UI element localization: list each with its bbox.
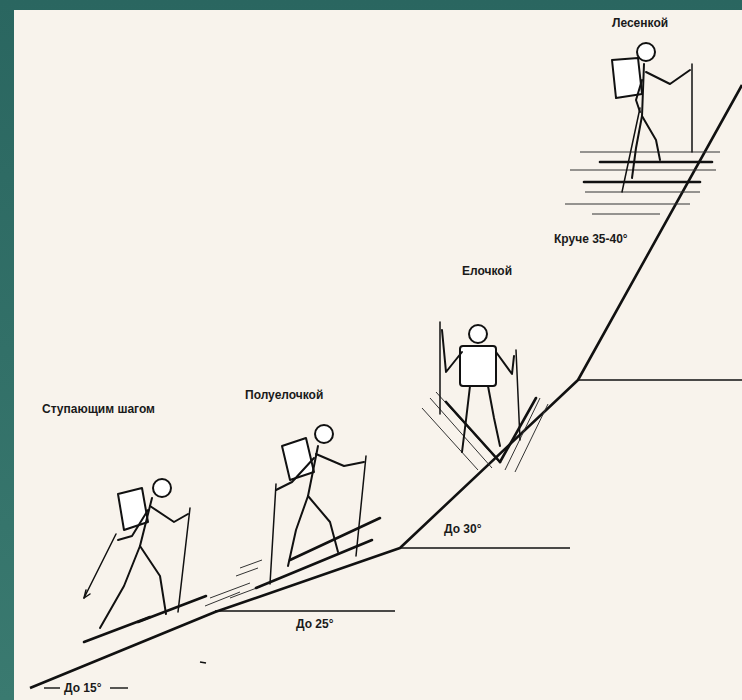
angle-label: До 15°: [62, 681, 104, 695]
skier-side-step: [584, 43, 712, 192]
angle-label: Круче 35-40°: [552, 232, 630, 246]
skier-herringbone: [440, 322, 536, 462]
ski-tracks: [205, 152, 720, 606]
angle-label: До 30°: [442, 522, 484, 536]
technique-label: Лесенкой: [610, 16, 670, 30]
angle-label: До 25°: [294, 617, 336, 631]
reference-lines: [44, 380, 742, 688]
technique-label: Полуелочкой: [243, 388, 325, 402]
skier-half-herringbone: [256, 425, 380, 588]
paper-panel: [14, 10, 742, 700]
technique-label: Ступающим шагом: [40, 402, 157, 416]
skier-step: [84, 479, 206, 642]
technique-label: Елочкой: [460, 264, 514, 278]
slope-line: [30, 85, 742, 688]
